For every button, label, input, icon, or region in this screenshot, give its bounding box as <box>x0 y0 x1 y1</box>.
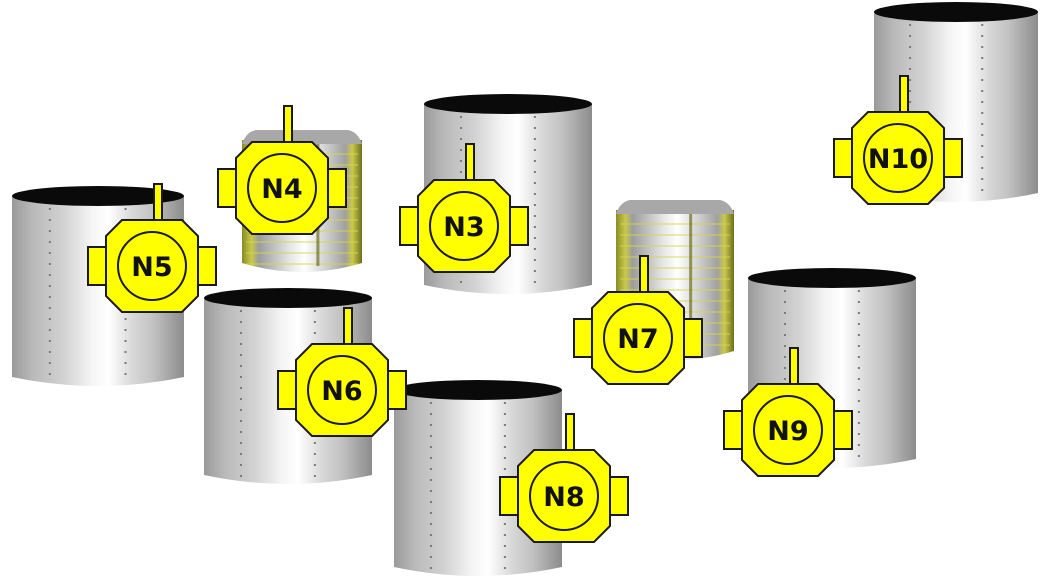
tank-dome <box>616 200 734 214</box>
rivet-seams <box>48 208 127 380</box>
tank-dome <box>242 130 362 144</box>
valve-label: N7 <box>617 324 658 355</box>
valve-label: N10 <box>868 144 928 175</box>
valve-icon: N3 <box>399 143 529 273</box>
valve-icon: N9 <box>723 347 853 477</box>
valve-icon: N7 <box>573 255 703 385</box>
storage-tank <box>394 380 562 576</box>
tank-top <box>874 2 1038 22</box>
valve-icon: N10 <box>833 75 963 205</box>
tank-top <box>12 186 184 206</box>
valve-icon: N8 <box>499 413 629 543</box>
tank-top <box>394 380 562 400</box>
valve-icon: N6 <box>277 307 407 437</box>
tank-top <box>748 268 916 288</box>
valve-label: N8 <box>543 482 584 513</box>
valve-label: N9 <box>767 416 808 447</box>
valve-label: N6 <box>321 376 362 407</box>
valve-label: N5 <box>131 252 172 283</box>
tank-top <box>424 94 592 114</box>
valve-label: N4 <box>261 174 302 205</box>
valve-icon: N5 <box>87 183 217 313</box>
tank-top <box>204 288 372 308</box>
tank-body <box>394 390 562 576</box>
valve-icon: N4 <box>217 105 347 235</box>
valve-label: N3 <box>443 212 484 243</box>
